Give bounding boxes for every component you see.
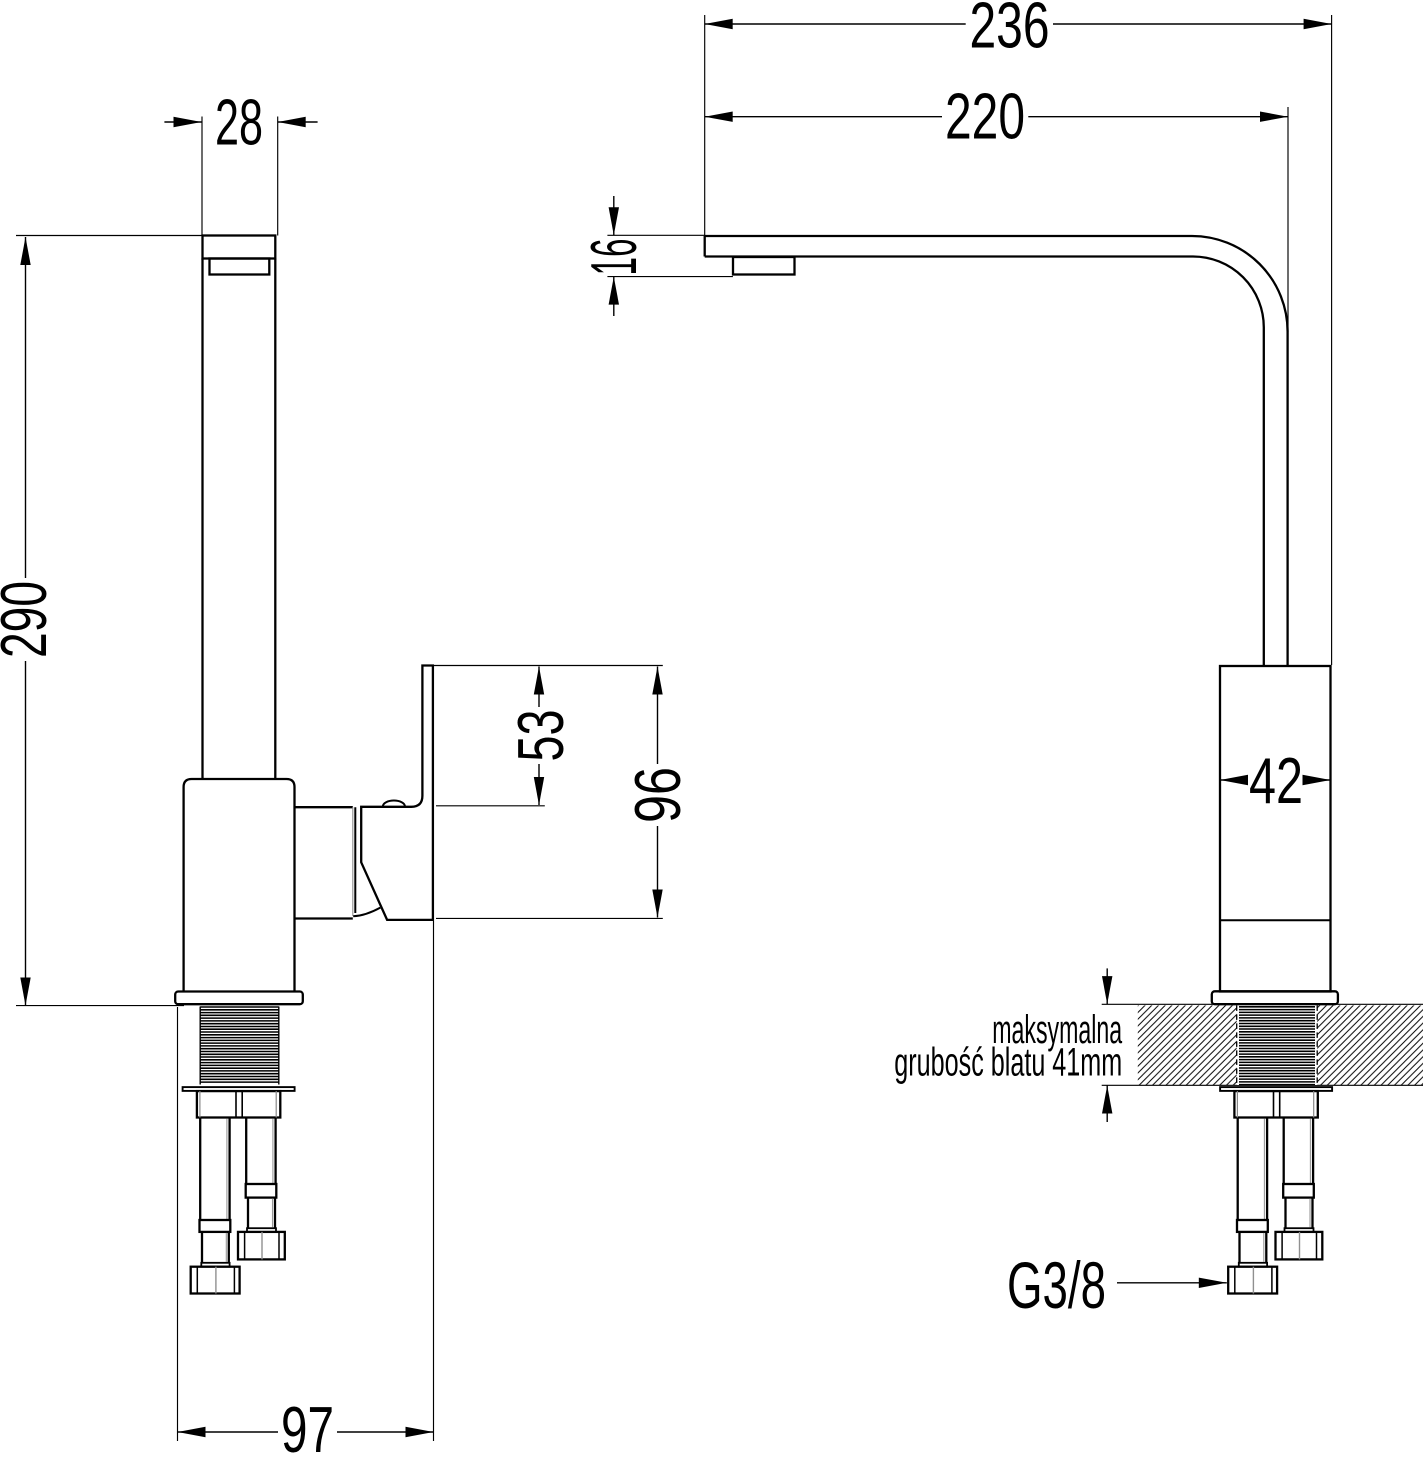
svg-text:16: 16	[577, 239, 650, 276]
svg-text:42: 42	[1249, 744, 1303, 817]
svg-text:G3/8: G3/8	[1007, 1248, 1106, 1322]
svg-text:28: 28	[215, 86, 263, 159]
svg-text:220: 220	[945, 79, 1025, 152]
svg-text:290: 290	[0, 581, 60, 658]
svg-text:96: 96	[621, 767, 694, 823]
svg-text:97: 97	[281, 1393, 334, 1459]
svg-text:236: 236	[970, 0, 1050, 61]
svg-text:maksymalna: maksymalna	[992, 1008, 1122, 1052]
svg-text:53: 53	[504, 710, 577, 762]
svg-text:grubość blatu 41mm: grubość blatu 41mm	[894, 1041, 1122, 1085]
